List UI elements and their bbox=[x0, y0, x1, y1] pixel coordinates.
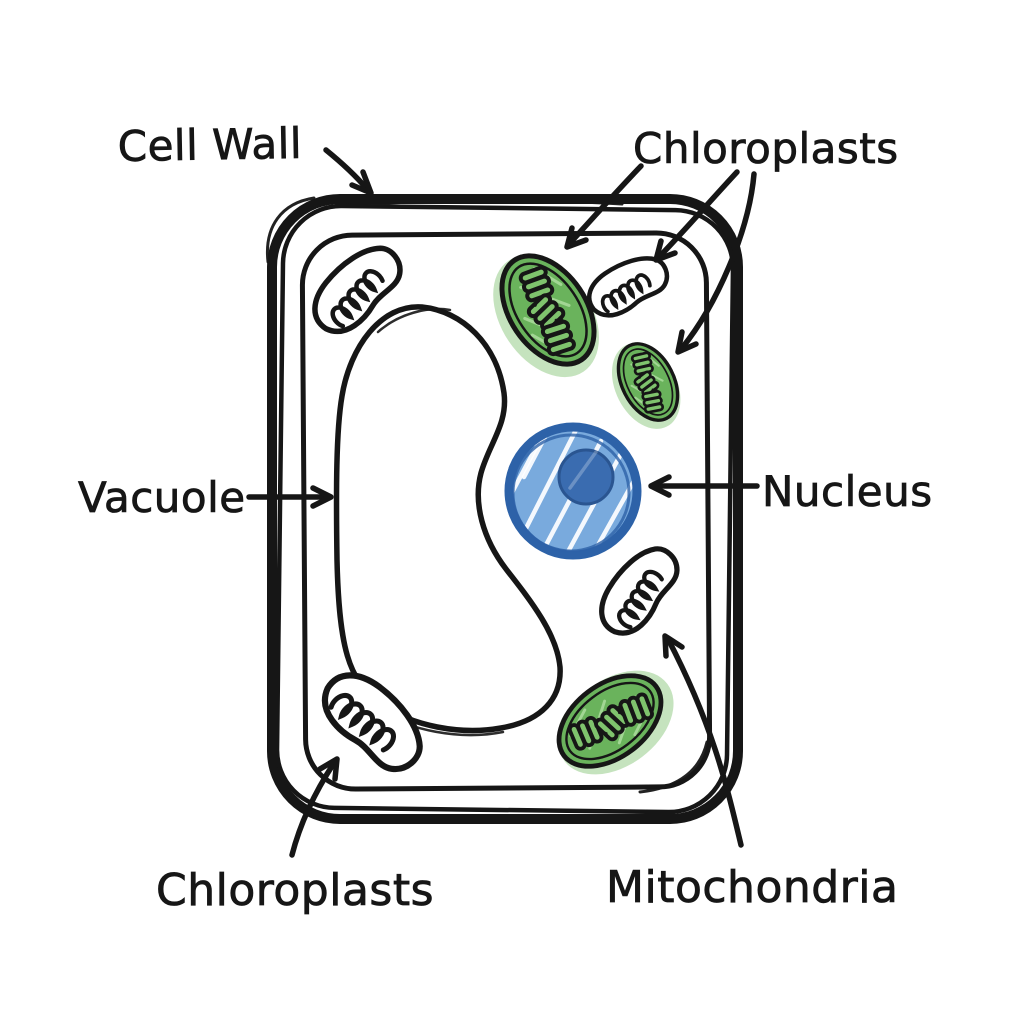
arrow-chloroplasts-to-big bbox=[564, 163, 644, 250]
arrow-chloroplasts-to-small bbox=[675, 171, 757, 355]
plasma-membrane-shape bbox=[299, 230, 713, 794]
label-nucleus: Nucleus bbox=[762, 467, 933, 516]
cell-wall-shape bbox=[265, 194, 743, 824]
label-chloroplasts-top: Chloroplasts bbox=[633, 124, 899, 173]
nucleus-shape bbox=[504, 422, 642, 560]
label-chloroplasts-bottom: Chloroplasts bbox=[156, 865, 434, 916]
label-vacuole: Vacuole bbox=[78, 473, 246, 522]
mitochondrion-shape-mid-right bbox=[589, 537, 687, 643]
label-mitochondria: Mitochondria bbox=[606, 862, 898, 913]
arrow-chloroplasts-bottom bbox=[289, 756, 340, 858]
vacuole-shape bbox=[333, 304, 563, 737]
arrow-vacuole bbox=[246, 485, 334, 509]
arrow-mitochondria bbox=[662, 633, 744, 848]
label-cell-wall: Cell Wall bbox=[117, 119, 302, 171]
arrow-cell-wall bbox=[323, 147, 374, 196]
nucleolus-shape bbox=[557, 448, 615, 506]
arrow-chloroplasts-to-mid bbox=[653, 169, 740, 263]
arrow-nucleus bbox=[648, 474, 760, 498]
